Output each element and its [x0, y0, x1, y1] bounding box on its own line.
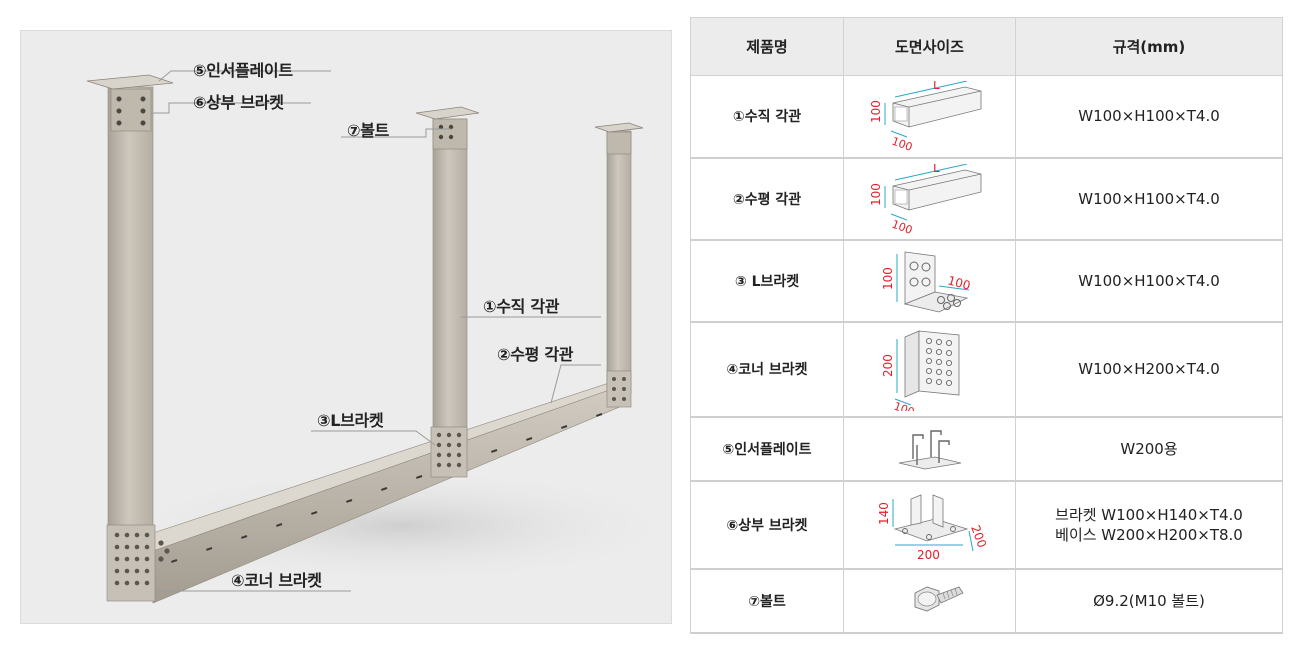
dim-width: 100 [891, 400, 915, 411]
dim-width: 100 [889, 217, 913, 233]
bolt-drawing [914, 586, 964, 611]
right-corner-bracket [606, 370, 632, 408]
row-product-name: ④코너 브라켓 [690, 321, 844, 417]
spec-line: W200용 [1120, 439, 1178, 458]
left-vertical-post [107, 86, 154, 528]
spec-line: 베이스 W200×H200×T8.0 [1055, 525, 1243, 544]
l-bracket-drawing: 100 100 [881, 251, 972, 312]
row-spec: 브라켓 W100×H140×T4.0 베이스 W200×H200×T8.0 [1015, 480, 1283, 569]
callout-corner-bracket: ④코너 브라켓 [231, 571, 322, 590]
row-spec: Ø9.2(M10 볼트) [1015, 568, 1283, 633]
dim-depth: 100 [946, 273, 972, 292]
row-drawing: 100 100 L [843, 157, 1016, 240]
spec-line: W100×H200×T4.0 [1078, 360, 1220, 378]
dim-base-depth: 200 [968, 523, 989, 549]
corner-bracket-part [106, 524, 156, 602]
spec-line: W100×H100×T4.0 [1078, 271, 1220, 290]
header-product-name: 제품명 [690, 17, 844, 76]
right-top-bracket [606, 131, 632, 155]
top-bracket-drawing: 140 200 200 [877, 493, 989, 562]
spec-table: 제품명 도면사이즈 규격(mm) ①수직 각관 100 100 L [690, 17, 1283, 634]
row-drawing: 100 100 [843, 239, 1016, 322]
callout-bolt: ⑦볼트 [347, 121, 390, 140]
corner-bracket-drawing: 200 100 [881, 330, 959, 411]
row-drawing [843, 568, 1016, 633]
table-row: ④코너 브라켓 200 100 [690, 321, 1283, 417]
row-drawing: 200 100 [843, 321, 1016, 417]
table-header-row: 제품명 도면사이즈 규격(mm) [690, 17, 1283, 76]
row-spec: W100×H100×T4.0 [1015, 239, 1283, 322]
row-drawing: 100 100 L [843, 75, 1016, 158]
l-bracket-bolts [436, 432, 462, 468]
header-spec-mm: 규격(mm) [1015, 17, 1283, 76]
dim-height: 200 [881, 354, 895, 377]
row-spec: W100×H100×T4.0 [1015, 157, 1283, 240]
table-row: ①수직 각관 100 100 L W100×H100×T4.0 [690, 75, 1283, 158]
row-product-name: ⑦볼트 [690, 568, 844, 633]
dim-length: L [933, 81, 940, 92]
square-pipe-drawing: 100 100 L [869, 81, 981, 151]
middle-top-bracket [432, 118, 468, 150]
spec-line: W100×H100×T4.0 [1078, 107, 1220, 126]
callout-vertical-pipe: ①수직 각관 [483, 297, 560, 316]
row-spec: W100×H100×T4.0 [1015, 75, 1283, 158]
dim-height: 100 [869, 183, 883, 206]
row-drawing: 140 200 200 [843, 480, 1016, 569]
spec-line: 브라켓 W100×H140×T4.0 [1055, 505, 1243, 524]
table-row: ⑤인서플레이트 W200용 [690, 416, 1283, 481]
middle-top-bolts [438, 124, 454, 140]
table-row: ③ L브라켓 100 100 W100×H100×T4.0 [690, 239, 1283, 322]
spec-line: W100×H100×T4.0 [1078, 189, 1220, 208]
beam-slots [170, 413, 603, 563]
dim-length: L [933, 164, 940, 175]
row-product-name: ⑤인서플레이트 [690, 416, 844, 481]
callout-l-bracket: ③L브라켓 [317, 411, 384, 430]
row-product-name: ⑥상부 브라켓 [690, 480, 844, 569]
dim-height: 100 [881, 267, 895, 290]
row-product-name: ①수직 각관 [690, 75, 844, 158]
insert-plate-drawing [898, 429, 961, 469]
frame-drawing [86, 70, 671, 604]
square-pipe-drawing: 100 100 L [869, 163, 981, 234]
frame-illustration: ⑤인서플레이트 ⑥상부 브라켓 ⑦볼트 ①수직 각관 ②수평 각관 ③L브라켓 … [20, 30, 672, 624]
callout-insert-plate: ⑤인서플레이트 [193, 61, 293, 80]
corner-bracket-bolts [114, 532, 170, 586]
row-spec: W100×H200×T4.0 [1015, 321, 1283, 417]
spec-line: Ø9.2(M10 볼트) [1093, 591, 1205, 610]
middle-insert-plate [415, 106, 480, 120]
table-row: ⑥상부 브라켓 140 200 200 브라 [690, 480, 1283, 569]
table-row: ②수평 각관 100 100 L W100×H100×T4.0 [690, 157, 1283, 240]
dim-height: 100 [869, 100, 883, 123]
dim-bracket-height: 140 [877, 502, 891, 525]
row-product-name: ②수평 각관 [690, 157, 844, 240]
right-corner-bolts [612, 377, 626, 401]
row-drawing [843, 416, 1016, 481]
right-insert-plate [594, 122, 644, 133]
middle-vertical-post [432, 118, 468, 440]
right-vertical-post [606, 130, 632, 394]
row-product-name: ③ L브라켓 [690, 239, 844, 322]
dim-width: 100 [889, 135, 913, 151]
callout-top-bracket: ⑥상부 브라켓 [193, 93, 284, 112]
callout-horizontal-pipe: ②수평 각관 [497, 345, 574, 364]
row-spec: W200용 [1015, 416, 1283, 481]
header-drawing-size: 도면사이즈 [843, 17, 1016, 76]
left-top-bracket-bolts [116, 96, 146, 126]
dim-base-width: 200 [917, 548, 940, 562]
left-insert-plate [86, 74, 174, 90]
callout-leaders [151, 70, 601, 592]
table-row: ⑦볼트 Ø9.2(M10 볼트) [690, 568, 1283, 633]
